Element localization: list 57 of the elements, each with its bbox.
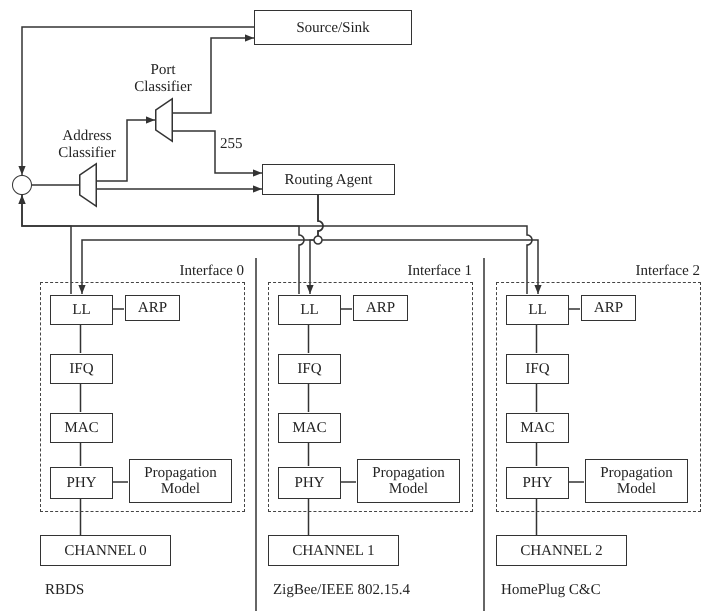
network-label: RBDS [45,582,84,599]
process-box: IFQ [506,354,569,384]
process-box: ARP [353,295,408,321]
connector [568,481,584,483]
connector [340,308,352,310]
network-label: HomePlug C&C [501,582,601,599]
connector [112,481,128,483]
process-box: Propagation Model [357,459,460,503]
interface-label: Interface 1 [407,263,472,280]
connector [308,442,310,466]
process-box: LL [278,295,341,325]
process-box: IFQ [50,354,113,384]
process-box: ARP [125,295,180,321]
connector [97,116,155,182]
interface-label: Interface 0 [179,263,244,280]
classifier-label: Port Classifier [133,62,193,96]
connector [308,383,310,412]
connector [80,383,82,412]
connector [80,442,82,466]
process-box: CHANNEL 1 [268,535,399,566]
connector [112,308,124,310]
connector [340,481,356,483]
process-box: Routing Agent [262,164,395,195]
connector [80,498,82,535]
process-box: MAC [278,413,341,443]
process-box: PHY [506,467,569,499]
connector [80,324,82,353]
network-label: ZigBee/IEEE 802.15.4 [273,582,410,599]
process-box: CHANNEL 0 [40,535,171,566]
connector [18,26,254,175]
connector [173,130,262,177]
process-box: ARP [581,295,636,321]
connector [32,184,79,186]
process-box: PHY [278,467,341,499]
classifier-label: Address Classifier [57,128,117,162]
connector [97,185,262,193]
interface-label: Interface 2 [635,263,700,280]
process-box: IFQ [278,354,341,384]
process-box: CHANNEL 2 [496,535,627,566]
connector [317,195,542,294]
process-box: Source/Sink [254,10,412,45]
connector [536,383,538,412]
process-box: LL [506,295,569,325]
process-box: MAC [50,413,113,443]
connector [173,34,254,114]
process-box: LL [50,295,113,325]
connector [536,324,538,353]
connector [18,195,533,294]
connector [536,498,538,535]
process-box: PHY [50,467,113,499]
connector [308,498,310,535]
process-box: Propagation Model [129,459,232,503]
connector [308,324,310,353]
process-box: Propagation Model [585,459,688,503]
connector [536,442,538,466]
process-box: MAC [506,413,569,443]
connector [568,308,580,310]
